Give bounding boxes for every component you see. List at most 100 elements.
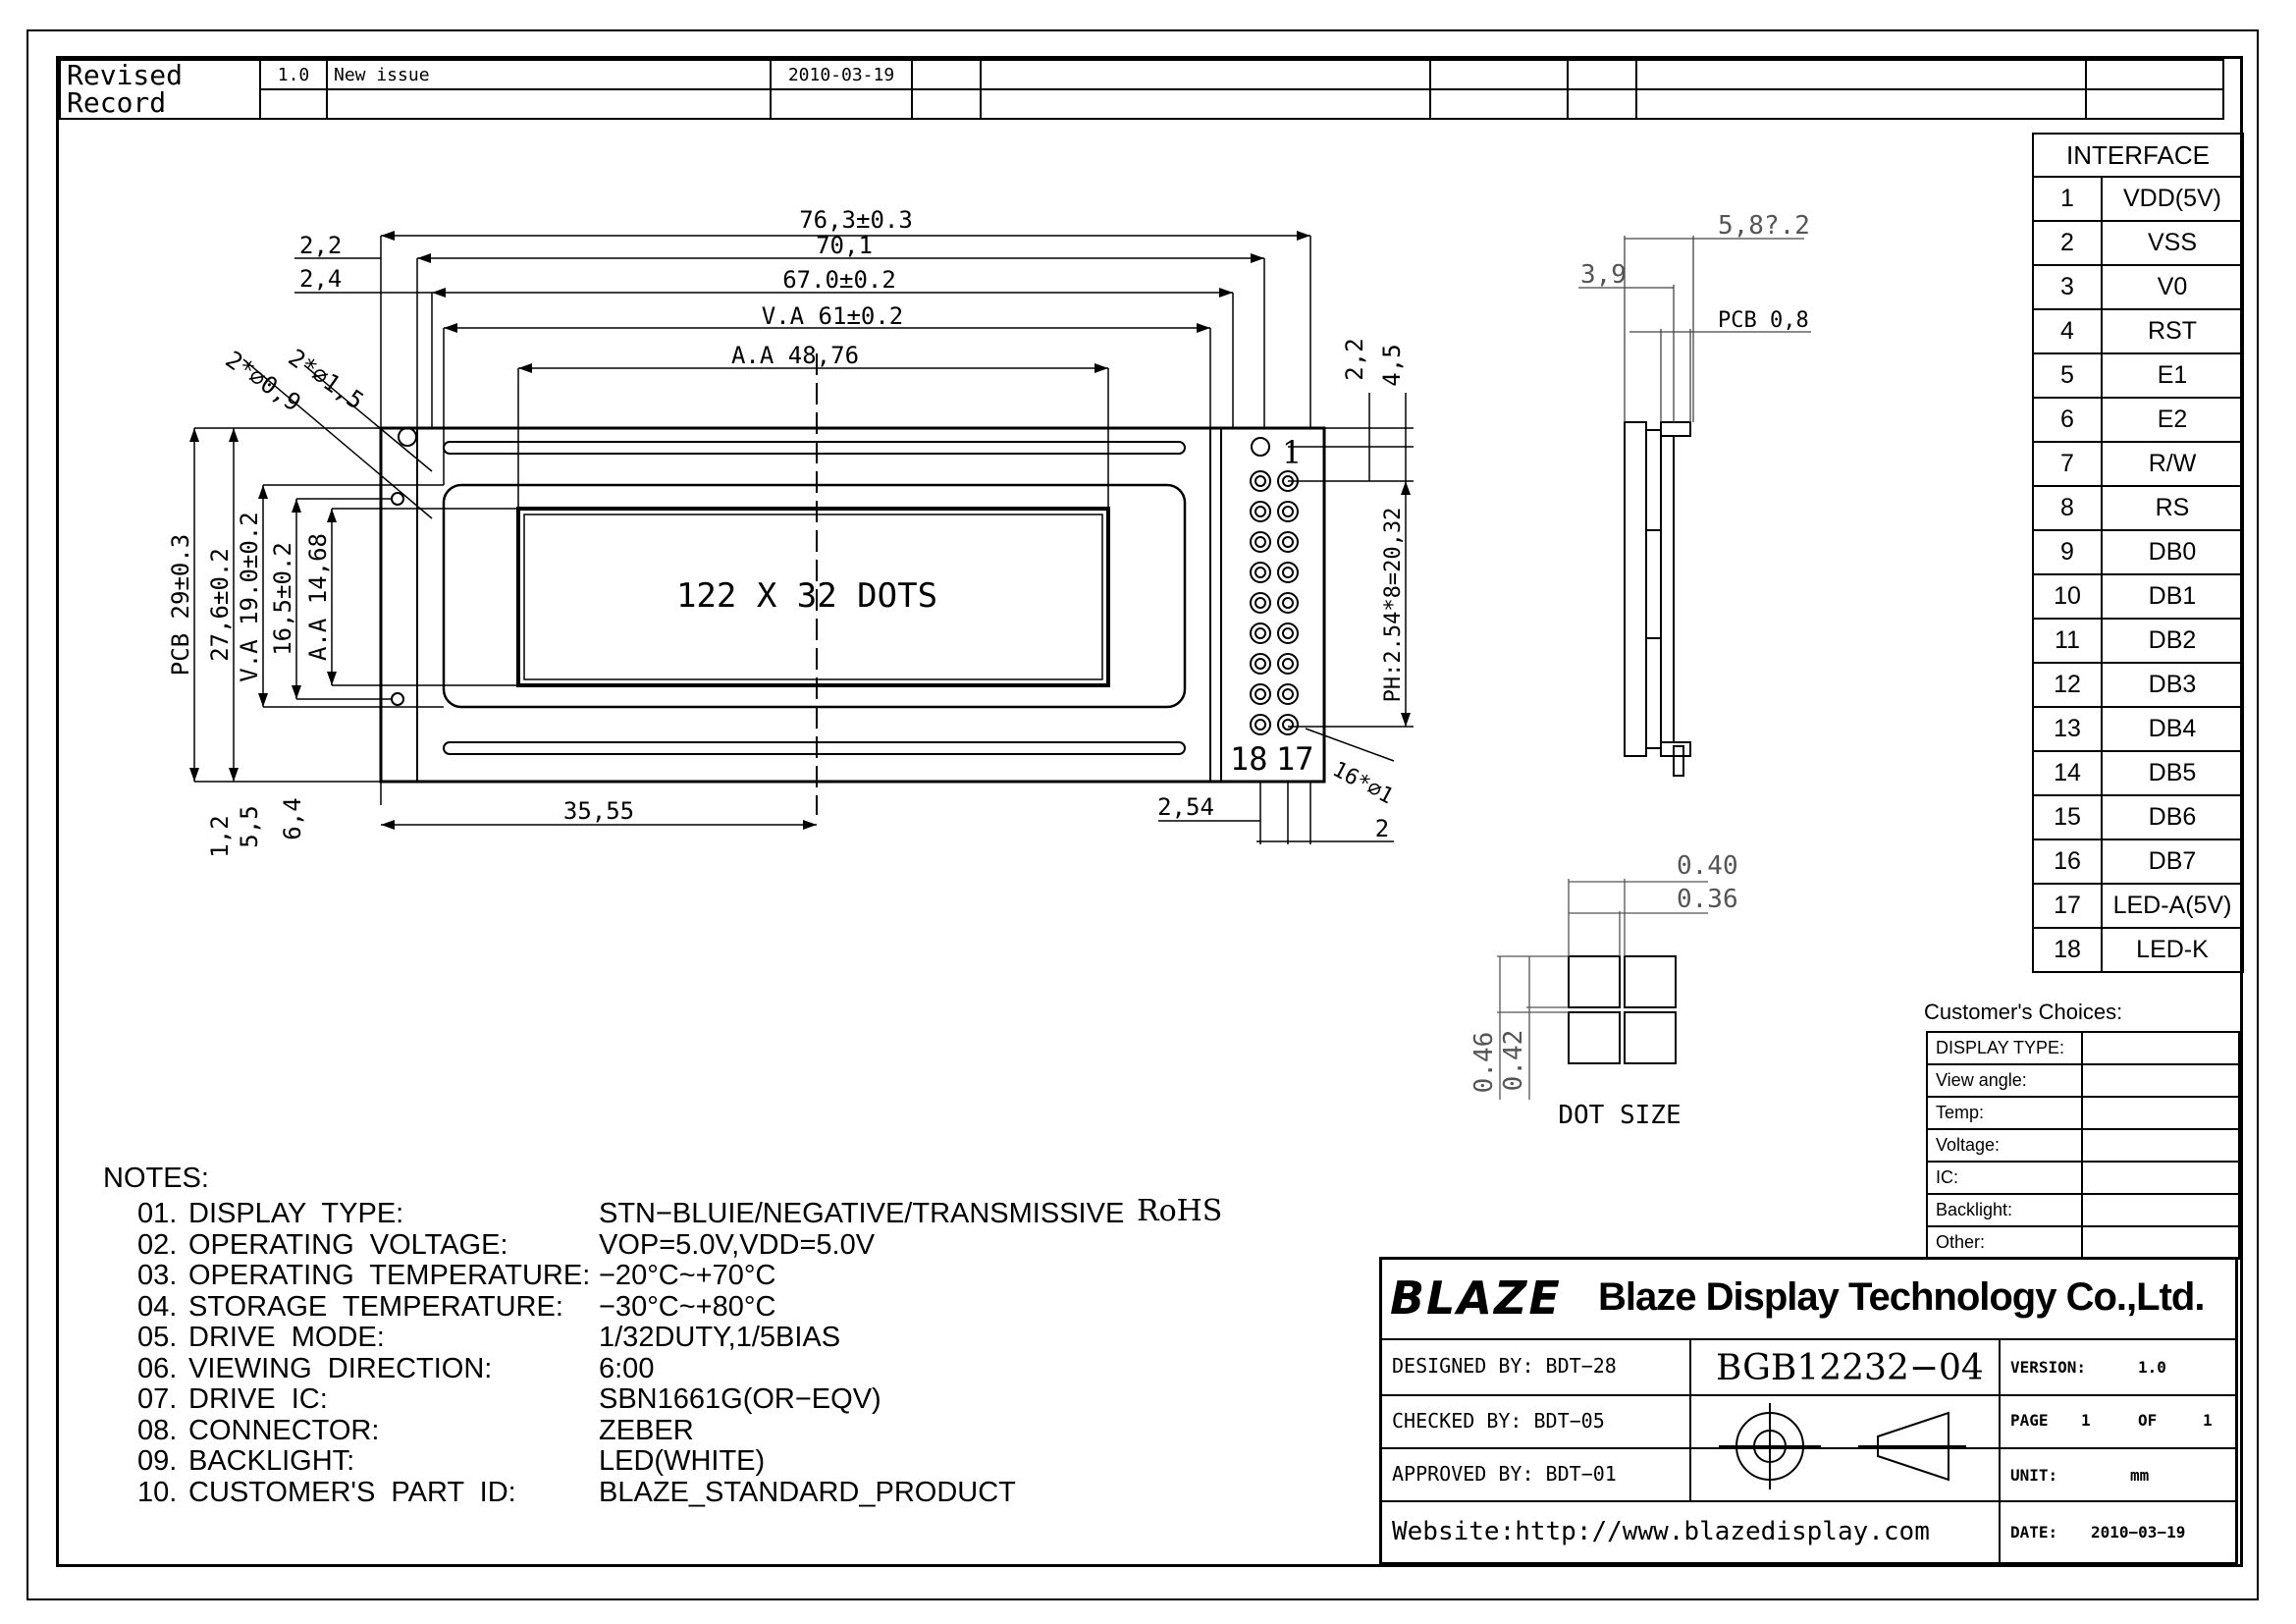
note-label: DRIVE IC: (188, 1383, 328, 1415)
mount-hole-mid (391, 492, 404, 506)
mount-hole-top (398, 427, 417, 447)
note-number: 07. (137, 1383, 178, 1415)
note-value: −30°C~+80°C (599, 1290, 776, 1323)
dim-2: 2 (1375, 815, 1389, 842)
of-label: OF (2138, 1411, 2158, 1430)
revision-date: 2010-03-19 (770, 59, 913, 90)
customer-choice-label: Other: (1926, 1225, 2083, 1260)
pin-signal: DB3 (2101, 662, 2244, 708)
customer-choice-value[interactable] (2081, 1063, 2240, 1098)
pin-pad (1250, 683, 1271, 705)
customer-choice-row: Temp: (1926, 1096, 2240, 1130)
customer-choice-label: Backlight: (1926, 1193, 2083, 1227)
pin-number: 16 (2032, 839, 2103, 885)
unit-value: mm (2130, 1466, 2150, 1485)
pin-signal: DB6 (2101, 794, 2244, 840)
customer-choice-row: Backlight: (1926, 1193, 2240, 1227)
dim-6-4: 6,4 (279, 797, 306, 839)
projection-symbol (1719, 1403, 1966, 1489)
customer-choice-row: Voltage: (1926, 1128, 2240, 1163)
checked-by: CHECKED BY: BDT−05 (1392, 1409, 1605, 1433)
pin-pad (1277, 562, 1299, 583)
note-value: ZEBER (599, 1414, 694, 1446)
dim-2-4-left: 2,4 (299, 265, 342, 293)
version-value: 1.0 (2138, 1358, 2166, 1377)
pin-signal: DB2 (2101, 618, 2244, 664)
pin-signal: DB7 (2101, 839, 2244, 885)
dot-dim-0-42: 0.42 (1499, 1030, 1528, 1092)
pin-number: 1 (2032, 176, 2103, 222)
customer-choice-row: View angle: (1926, 1063, 2240, 1098)
note-label: VIEWING DIRECTION: (188, 1352, 493, 1384)
dot-tr (1624, 955, 1677, 1008)
customer-choice-value[interactable] (2081, 1031, 2240, 1065)
pin-pad (1250, 653, 1271, 675)
pin-pad (1277, 653, 1299, 675)
pin-signal: DB4 (2101, 706, 2244, 752)
pin-hole (1255, 597, 1266, 609)
customer-choice-value[interactable] (2081, 1096, 2240, 1130)
customer-choice-label: Voltage: (1926, 1128, 2083, 1163)
part-number: BGB12232−04 (1716, 1348, 1984, 1388)
customer-choice-value[interactable] (2081, 1193, 2240, 1227)
customer-choice-label: View angle: (1926, 1063, 2083, 1098)
customer-choice-value[interactable] (2081, 1225, 2240, 1260)
dim-aa-height: A.A 14,68 (304, 533, 332, 661)
pin-number: 18 (2032, 927, 2103, 973)
company-name: Blaze Display Technology Co.,Ltd. (1598, 1275, 2205, 1319)
dot-bl (1568, 1011, 1621, 1064)
pin-signal: E2 (2101, 397, 2244, 443)
mount-hole-bot (391, 692, 404, 706)
pin-signal: DB0 (2101, 529, 2244, 575)
pin-number: 17 (2032, 883, 2103, 929)
customer-choice-label: Temp: (1926, 1096, 2083, 1130)
note-label: STORAGE TEMPERATURE: (188, 1290, 563, 1323)
dim-va-height: V.A 19.0±0.2 (236, 512, 263, 681)
note-number: 04. (137, 1290, 178, 1323)
note-label: CONNECTOR: (188, 1414, 380, 1446)
dim-4-5-right: 4,5 (1378, 344, 1406, 386)
notes-section: NOTES: (103, 1163, 209, 1195)
customer-choice-value[interactable] (2081, 1161, 2240, 1195)
interface-header: INTERFACE (2032, 133, 2244, 178)
pin-pad (1277, 531, 1299, 553)
note-number: 10. (137, 1476, 178, 1508)
pin-signal: R/W (2101, 441, 2244, 487)
dim-5-5: 5,5 (236, 805, 263, 847)
customer-choice-value[interactable] (2081, 1128, 2240, 1163)
customer-choice-label: DISPLAY TYPE: (1926, 1031, 2083, 1065)
notes-header: NOTES: (103, 1163, 209, 1194)
note-number: 01. (137, 1198, 178, 1229)
note-number: 03. (137, 1260, 178, 1291)
revision-title: Revised Record (59, 59, 261, 120)
unit-label: UNIT: (2010, 1466, 2058, 1485)
note-value: VOP=5.0V,VDD=5.0V (599, 1228, 876, 1261)
pin-pad (1277, 501, 1299, 522)
pin-pad (1277, 623, 1299, 644)
note-label: OPERATING VOLTAGE: (188, 1228, 508, 1261)
customer-choice-label: IC: (1926, 1161, 2083, 1195)
customer-choices-title: Customer's Choices: (1924, 1000, 2123, 1024)
pin-hole (1255, 627, 1266, 639)
revision-version: 1.0 (259, 59, 328, 90)
pin-hole-label: 16*∅1 (1328, 757, 1397, 809)
pin-hole (1255, 719, 1266, 731)
pin-number: 12 (2032, 662, 2103, 708)
pin-pad (1250, 592, 1271, 614)
pin-pad (1277, 714, 1299, 735)
side-dim-5-8: 5,8?.2 (1718, 211, 1810, 241)
revision-table: Revised Record 1.0 New issue 2010-03-19 (59, 59, 2224, 120)
